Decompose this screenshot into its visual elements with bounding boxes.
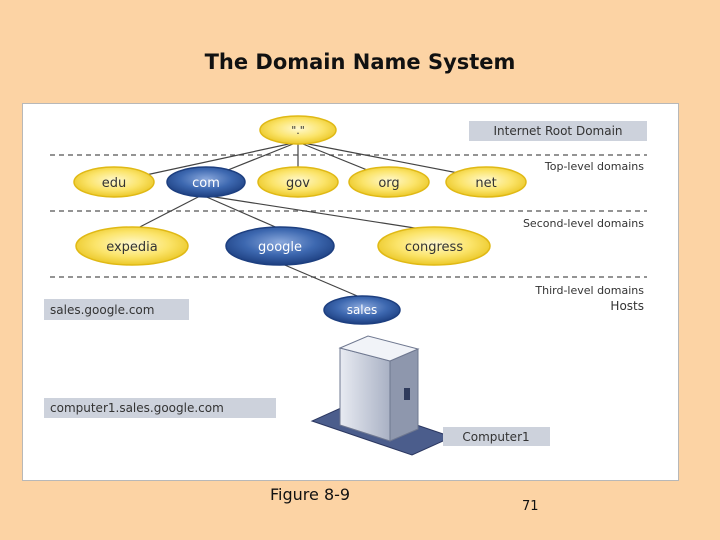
- root-node-label: ".": [291, 124, 305, 137]
- top-level-node-org: org: [348, 166, 430, 198]
- level-label-third: Third-level domains: [534, 284, 644, 297]
- level-label-root: Internet Root Domain: [469, 121, 647, 141]
- figure-caption: Figure 8-9: [270, 485, 351, 504]
- second-level-node-expedia: expedia: [75, 226, 189, 266]
- level-label-hosts: Hosts: [610, 299, 644, 313]
- top-level-label-edu: edu: [102, 176, 127, 191]
- level-label-second: Second-level domains: [523, 217, 644, 230]
- top-level-label-net: net: [475, 176, 496, 191]
- second-level-node-congress: congress: [377, 226, 491, 266]
- computer-label-text: Computer1: [462, 430, 529, 444]
- dns-hierarchy-diagram: "." edu com gov org net expedia google c…: [22, 103, 679, 481]
- fqdn-label-domain-text: sales.google.com: [50, 303, 154, 317]
- page-number: 71: [522, 499, 539, 514]
- root-node: ".": [259, 115, 337, 145]
- fqdn-label-domain: sales.google.com: [44, 299, 189, 320]
- top-level-label-gov: gov: [286, 176, 310, 191]
- third-level-label-sales: sales: [347, 303, 378, 317]
- computer-server-icon: [310, 335, 454, 456]
- level-label-top: Top-level domains: [544, 160, 644, 173]
- level-label-root-text: Internet Root Domain: [493, 124, 622, 138]
- top-level-label-com: com: [192, 176, 220, 191]
- top-level-node-edu: edu: [73, 166, 155, 198]
- fqdn-label-host: computer1.sales.google.com: [44, 398, 276, 418]
- slide-title: The Domain Name System: [204, 50, 516, 74]
- top-level-node-gov: gov: [257, 166, 339, 198]
- second-level-label-expedia: expedia: [106, 240, 158, 255]
- second-level-label-google: google: [258, 240, 302, 255]
- top-level-node-net: net: [445, 166, 527, 198]
- second-level-label-congress: congress: [405, 240, 463, 255]
- computer-label: Computer1: [443, 427, 550, 446]
- top-level-label-org: org: [378, 176, 399, 191]
- second-level-node-google: google: [225, 226, 335, 266]
- level-separators: [50, 154, 647, 278]
- third-level-node-sales: sales: [323, 295, 401, 325]
- top-level-node-com: com: [166, 166, 246, 198]
- fqdn-label-host-text: computer1.sales.google.com: [50, 401, 224, 415]
